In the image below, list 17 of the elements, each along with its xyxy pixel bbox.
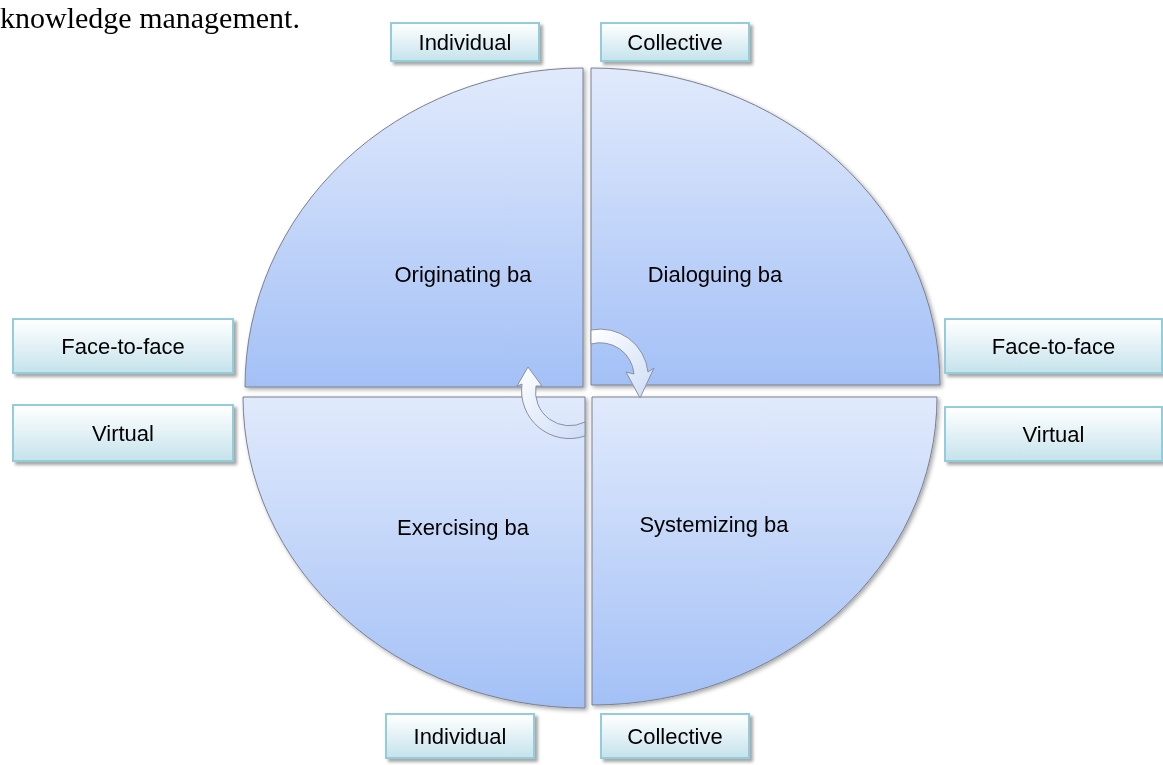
label-box: Face-to-face	[12, 318, 234, 374]
label-box: Face-to-face	[944, 318, 1163, 374]
label-box: Virtual	[944, 406, 1163, 462]
quadrant-shape	[591, 68, 940, 385]
quadrant-shape	[592, 397, 937, 705]
label-box: Individual	[390, 22, 540, 62]
label-box: Virtual	[12, 404, 234, 462]
label-box: Individual	[385, 713, 535, 759]
quadrant-shape	[243, 397, 585, 708]
label-box: Collective	[600, 22, 750, 62]
quadrant-label: Originating ba	[394, 262, 532, 288]
quadrant-label: Systemizing ba	[639, 512, 789, 538]
quadrant-shape	[245, 68, 583, 387]
heading-text: knowledge management.	[0, 0, 300, 36]
quadrant-label: Exercising ba	[396, 515, 530, 541]
label-box: Collective	[600, 713, 750, 759]
quadrant-label: Dialoguing ba	[647, 262, 783, 288]
